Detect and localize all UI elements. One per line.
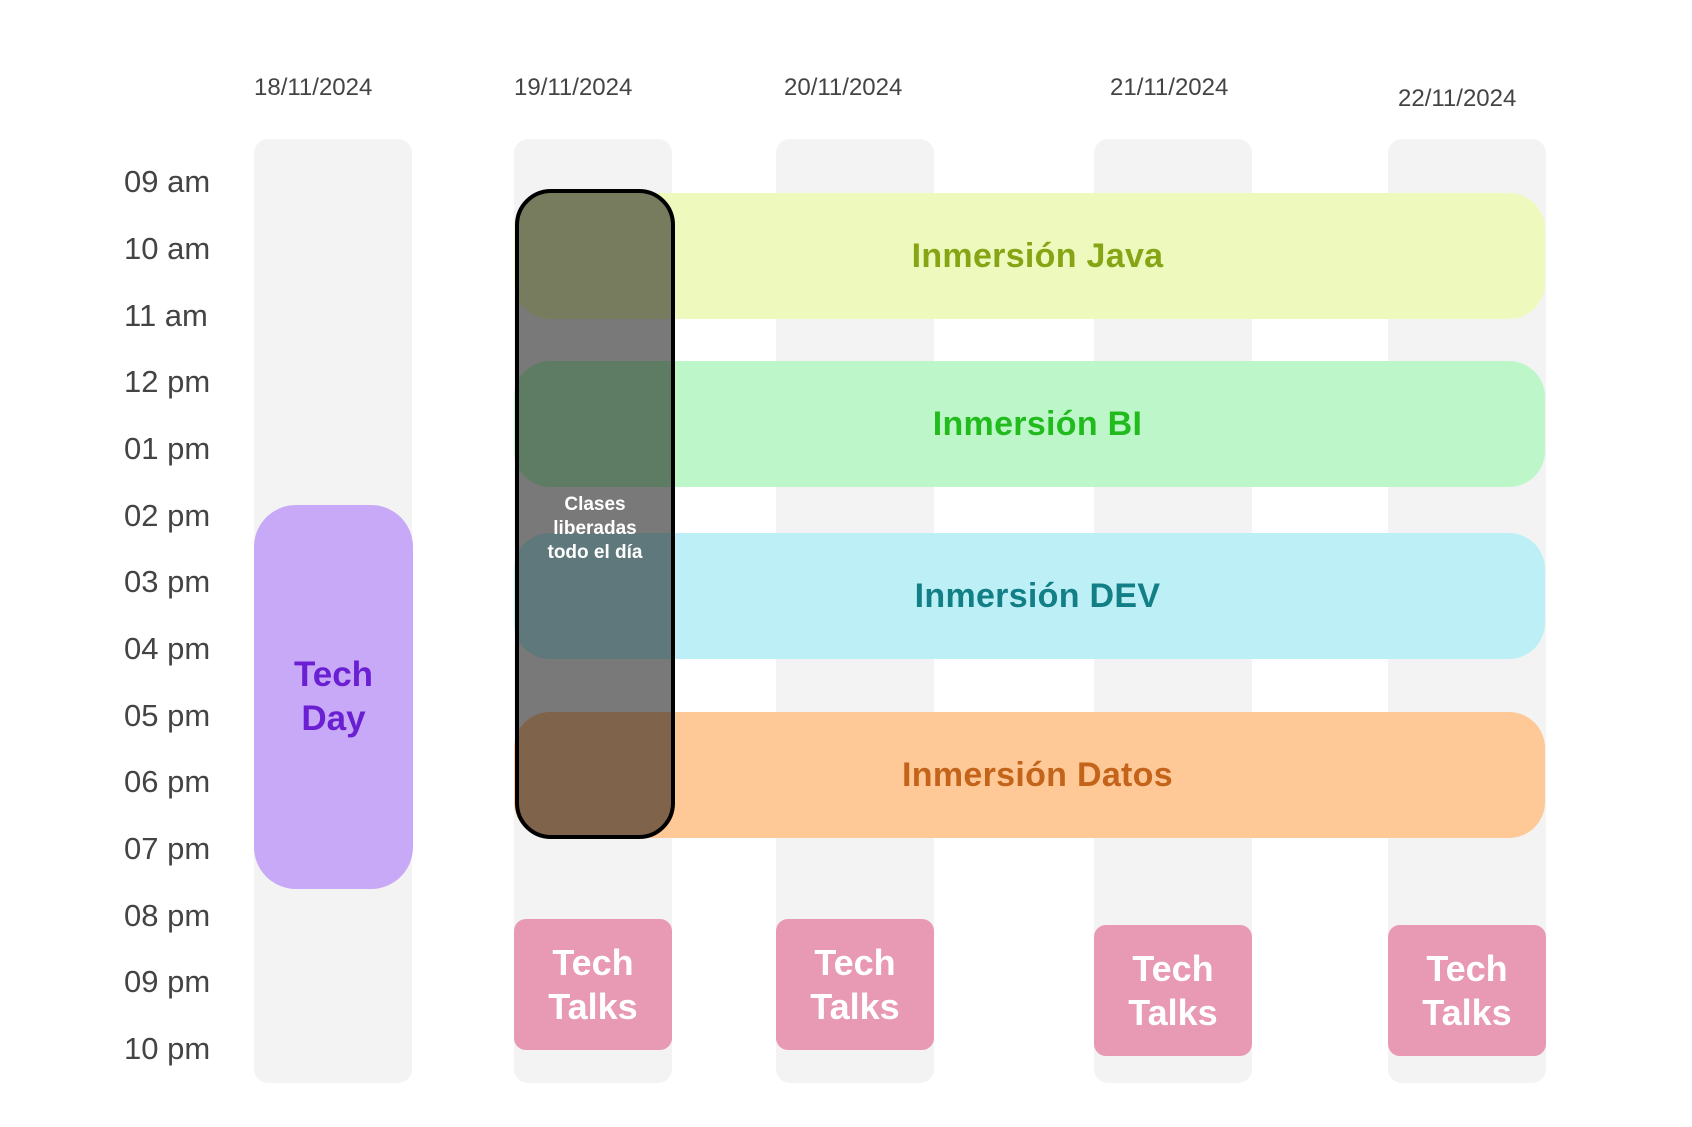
tech-talks-event-4[interactable]: Tech Talks bbox=[1388, 925, 1546, 1056]
date-header-4: 21/11/2024 bbox=[1110, 74, 1229, 101]
hour-label: 03 pm bbox=[124, 564, 211, 599]
tech-talks-line2: Talks bbox=[1128, 991, 1218, 1033]
tech-talks-event-1[interactable]: Tech Talks bbox=[514, 919, 672, 1050]
hour-label: 11 am bbox=[124, 298, 208, 333]
date-header-5: 22/11/2024 bbox=[1398, 85, 1517, 112]
tech-talks-line2: Talks bbox=[1422, 991, 1512, 1033]
released-line1: Clases bbox=[564, 494, 626, 515]
tech-day-event[interactable]: Tech Day bbox=[254, 505, 413, 889]
band-inmersion-java[interactable]: Inmersión Java bbox=[514, 193, 1545, 319]
hour-label: 10 pm bbox=[124, 1031, 211, 1066]
band-label: Inmersión DEV bbox=[914, 576, 1161, 615]
hour-label: 06 pm bbox=[124, 764, 211, 799]
band-inmersion-datos[interactable]: Inmersión Datos bbox=[514, 712, 1545, 838]
date-header-2: 19/11/2024 bbox=[514, 74, 633, 101]
band-label: Inmersión Datos bbox=[902, 755, 1173, 794]
date-header-1: 18/11/2024 bbox=[254, 74, 373, 101]
hour-label: 08 pm bbox=[124, 898, 211, 933]
hour-label: 02 pm bbox=[124, 498, 211, 533]
hour-label: 01 pm bbox=[124, 431, 211, 466]
hour-label: 12 pm bbox=[124, 364, 211, 399]
hour-label: 09 am bbox=[124, 164, 211, 199]
band-label: Inmersión BI bbox=[932, 404, 1143, 443]
band-inmersion-dev[interactable]: Inmersión DEV bbox=[514, 533, 1545, 659]
hour-label: 07 pm bbox=[124, 831, 211, 866]
released-line3: todo el día bbox=[547, 542, 643, 563]
released-line2: liberadas bbox=[553, 518, 637, 539]
clases-liberadas-overlay[interactable]: Clases liberadas todo el día bbox=[515, 189, 675, 839]
hour-label: 09 pm bbox=[124, 964, 211, 999]
tech-day-line1: Tech bbox=[293, 655, 374, 694]
tech-talks-line1: Tech bbox=[1426, 947, 1508, 989]
hour-label: 04 pm bbox=[124, 631, 211, 666]
tech-talks-event-3[interactable]: Tech Talks bbox=[1094, 925, 1252, 1056]
tech-talks-line2: Talks bbox=[810, 985, 900, 1027]
hour-label: 05 pm bbox=[124, 698, 211, 733]
band-label: Inmersión Java bbox=[911, 236, 1164, 275]
tech-talks-line1: Tech bbox=[814, 941, 896, 983]
date-header-3: 20/11/2024 bbox=[784, 74, 903, 101]
hour-label: 10 am bbox=[124, 231, 211, 266]
band-inmersion-bi[interactable]: Inmersión BI bbox=[514, 361, 1545, 487]
tech-talks-line2: Talks bbox=[548, 985, 638, 1027]
tech-talks-line1: Tech bbox=[552, 941, 634, 983]
tech-day-line2: Day bbox=[301, 699, 366, 738]
clases-liberadas-label: Clases liberadas todo el día bbox=[519, 493, 671, 565]
tech-talks-line1: Tech bbox=[1132, 947, 1214, 989]
tech-talks-event-2[interactable]: Tech Talks bbox=[776, 919, 934, 1050]
